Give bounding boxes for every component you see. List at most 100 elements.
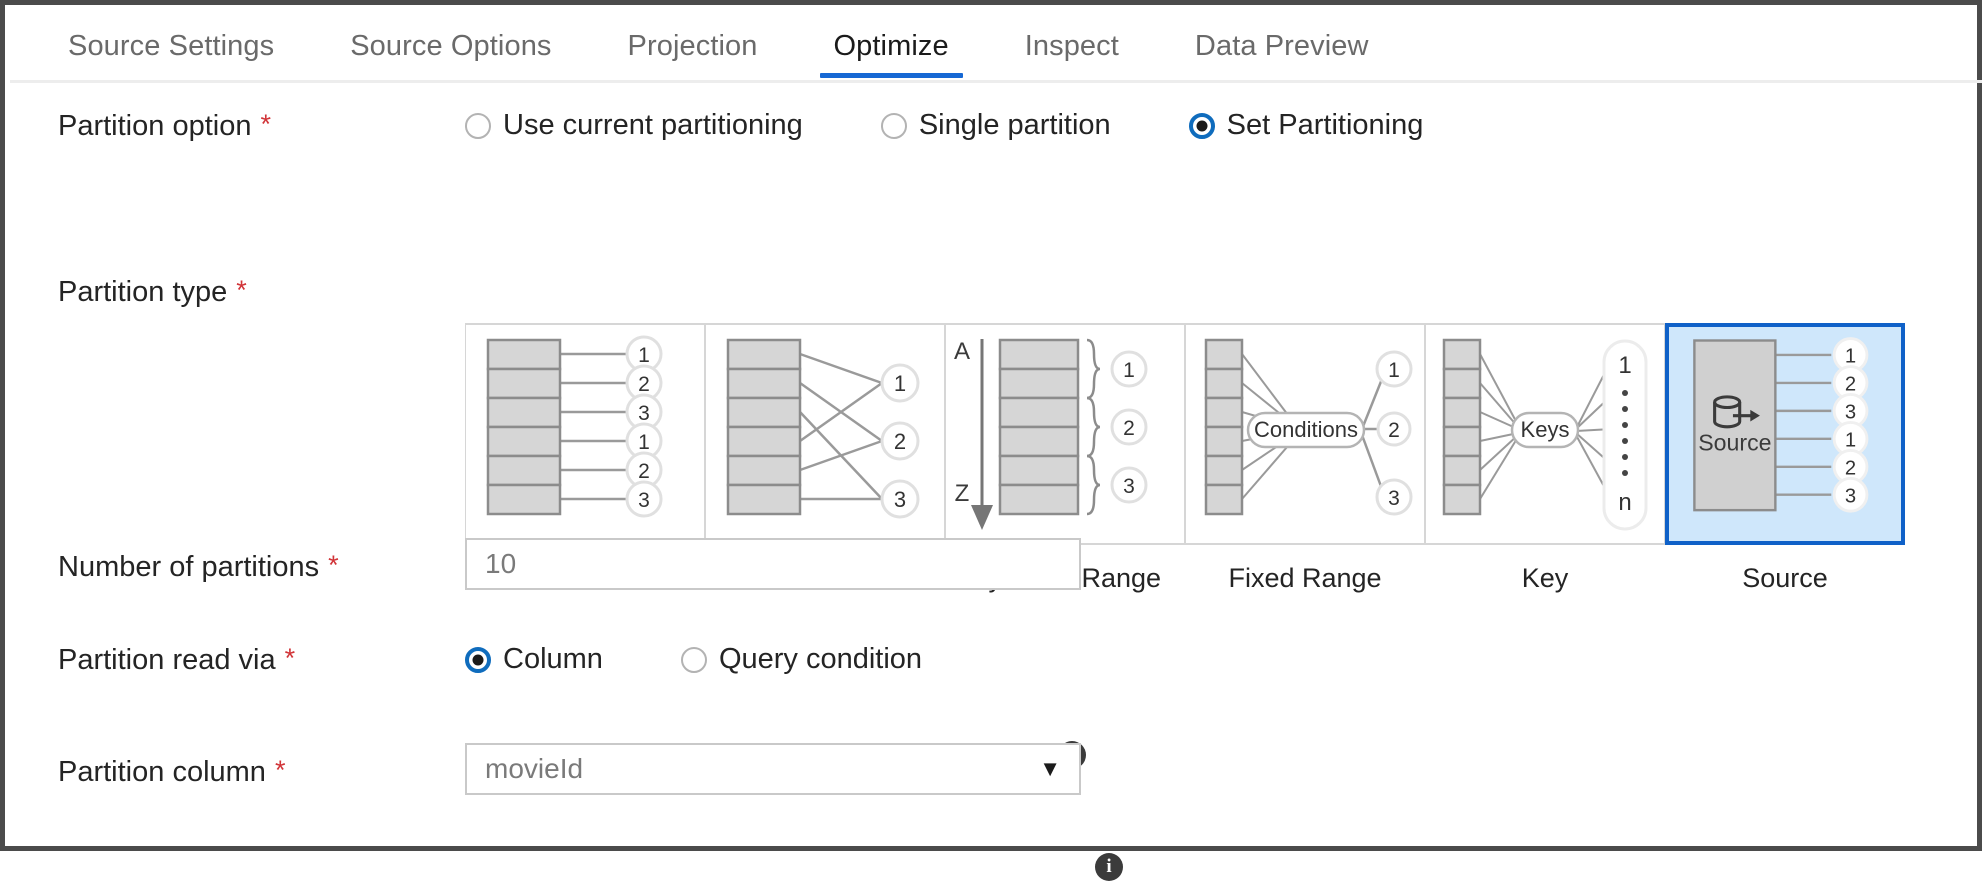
card-label: Source xyxy=(1742,563,1828,593)
dynamic-range-diagram: A Z xyxy=(954,338,1148,530)
svg-text:1: 1 xyxy=(1123,359,1135,382)
partition-type-card-list: 123 123 Round Robin xyxy=(465,323,1905,594)
radio-label: Single partition xyxy=(918,109,1111,141)
partition-read-via-label: Partition read via* xyxy=(58,643,296,676)
partition-option-label: Partition option* xyxy=(58,109,271,142)
source-node-label: Source xyxy=(1698,429,1771,455)
partition-column-info-icon[interactable]: i xyxy=(1095,853,1123,881)
hash-diagram: 1 2 3 xyxy=(726,338,920,519)
svg-text:A: A xyxy=(954,338,970,365)
card-label: Key xyxy=(1521,563,1569,593)
svg-text:3: 3 xyxy=(1388,487,1400,510)
required-asterisk: * xyxy=(274,755,286,785)
partition-option-radio-group: Use current partitioning Single partitio… xyxy=(465,109,1423,142)
radio-label: Use current partitioning xyxy=(503,109,803,141)
required-asterisk: * xyxy=(284,643,296,673)
input-value: 10 xyxy=(485,548,517,579)
tab-optimize[interactable]: Optimize xyxy=(796,10,987,82)
round-robin-card[interactable]: 1 2 3 1 2 3 xyxy=(465,323,705,545)
partition-read-via-radio-group: Column Query condition xyxy=(465,643,922,676)
tab-projection[interactable]: Projection xyxy=(590,10,796,82)
tab-source-settings[interactable]: Source Settings xyxy=(30,10,312,82)
tab-label: Source Options xyxy=(350,29,552,62)
tab-label: Data Preview xyxy=(1194,29,1369,62)
partition-column-label: Partition column* xyxy=(58,755,286,788)
partition-type-option-key[interactable]: Keys 1 n Key xyxy=(1425,323,1665,594)
partition-column-dropdown[interactable]: movieId ▼ xyxy=(465,743,1081,795)
dropdown-value: movieId xyxy=(485,753,584,784)
svg-text:2: 2 xyxy=(638,460,650,483)
svg-text:2: 2 xyxy=(1123,417,1135,440)
svg-text:3: 3 xyxy=(1123,475,1135,498)
round-robin-diagram: 1 2 3 1 2 3 xyxy=(486,335,663,518)
optimize-form: Partition option* Use current partitioni… xyxy=(10,83,1982,881)
keys-node-label: Keys xyxy=(1521,417,1570,442)
svg-text:3: 3 xyxy=(1845,402,1856,424)
tab-bar: Source Settings Source Options Projectio… xyxy=(10,10,1982,82)
svg-text:1: 1 xyxy=(894,371,906,396)
radio-set-partitioning[interactable]: Set Partitioning xyxy=(1188,109,1424,142)
svg-text:2: 2 xyxy=(1845,374,1856,396)
tab-source-options[interactable]: Source Options xyxy=(312,10,589,82)
radio-column[interactable]: Column xyxy=(465,643,603,676)
chevron-down-icon[interactable]: ▼ xyxy=(1039,756,1061,781)
partition-type-option-hash[interactable]: 123 Hash xyxy=(705,323,945,594)
svg-text:3: 3 xyxy=(894,487,906,512)
radio-indicator xyxy=(680,646,707,673)
tab-inspect[interactable]: Inspect xyxy=(987,10,1157,82)
svg-text:2: 2 xyxy=(1388,419,1400,442)
radio-use-current-partitioning[interactable]: Use current partitioning xyxy=(465,109,803,142)
svg-text:n: n xyxy=(1618,489,1631,516)
tab-bar-divider xyxy=(10,80,1982,83)
key-diagram: Keys 1 n xyxy=(1442,338,1648,531)
radio-indicator xyxy=(465,112,491,139)
number-of-partitions-input[interactable]: 10 xyxy=(465,538,1081,590)
svg-text:2: 2 xyxy=(638,373,650,396)
dynamic-range-card[interactable]: A Z xyxy=(945,323,1185,545)
required-asterisk: * xyxy=(260,109,271,139)
svg-text:1: 1 xyxy=(1845,346,1856,368)
hash-card[interactable]: 1 2 3 xyxy=(705,323,945,545)
svg-text:1: 1 xyxy=(1618,352,1631,379)
partition-type-option-dynamic-range[interactable]: A Z xyxy=(945,323,1185,594)
tab-label: Projection xyxy=(627,29,758,62)
svg-text:1: 1 xyxy=(1845,430,1856,452)
radio-query-condition[interactable]: Query condition xyxy=(680,643,923,676)
svg-text:1: 1 xyxy=(638,431,650,454)
svg-text:3: 3 xyxy=(1845,485,1856,507)
tab-data-preview[interactable]: Data Preview xyxy=(1157,10,1407,82)
radio-label: Column xyxy=(503,643,603,675)
source-diagram: Source 1 2 3 1 2 3 xyxy=(1693,337,1869,513)
radio-single-partition[interactable]: Single partition xyxy=(880,109,1111,142)
svg-text:3: 3 xyxy=(638,402,650,425)
database-icon xyxy=(1713,395,1760,429)
active-tab-underline xyxy=(819,73,963,78)
radio-label: Query condition xyxy=(718,643,923,675)
number-of-partitions-label: Number of partitions* xyxy=(58,550,339,583)
radio-indicator-selected xyxy=(1188,112,1215,139)
radio-indicator xyxy=(880,112,907,139)
key-card[interactable]: Keys 1 n xyxy=(1425,323,1665,545)
partition-type-option-round-robin[interactable]: 123 123 Round Robin xyxy=(465,323,705,594)
svg-text:2: 2 xyxy=(1845,457,1856,479)
tab-label: Optimize xyxy=(833,29,949,62)
conditions-node-label: Conditions xyxy=(1254,417,1358,442)
a-to-z-arrow xyxy=(971,339,993,530)
svg-text:1: 1 xyxy=(638,344,650,367)
radio-label: Set Partitioning xyxy=(1226,109,1424,141)
partition-type-label: Partition type* xyxy=(58,275,247,308)
svg-text:2: 2 xyxy=(894,429,906,454)
required-asterisk: * xyxy=(236,275,247,305)
tab-label: Inspect xyxy=(1024,29,1119,62)
fixed-range-diagram: Conditions 123 xyxy=(1204,338,1413,516)
required-asterisk: * xyxy=(328,550,339,580)
tab-label: Source Settings xyxy=(68,29,275,62)
card-label: Fixed Range xyxy=(1228,563,1382,593)
svg-text:Z: Z xyxy=(955,480,970,507)
optimize-panel-window: Source Settings Source Options Projectio… xyxy=(0,0,1982,851)
svg-text:3: 3 xyxy=(638,489,650,512)
source-card-selected[interactable]: Source 1 2 3 1 2 3 xyxy=(1665,323,1905,545)
partition-type-option-source[interactable]: Source 1 2 3 1 2 3 xyxy=(1665,323,1905,594)
